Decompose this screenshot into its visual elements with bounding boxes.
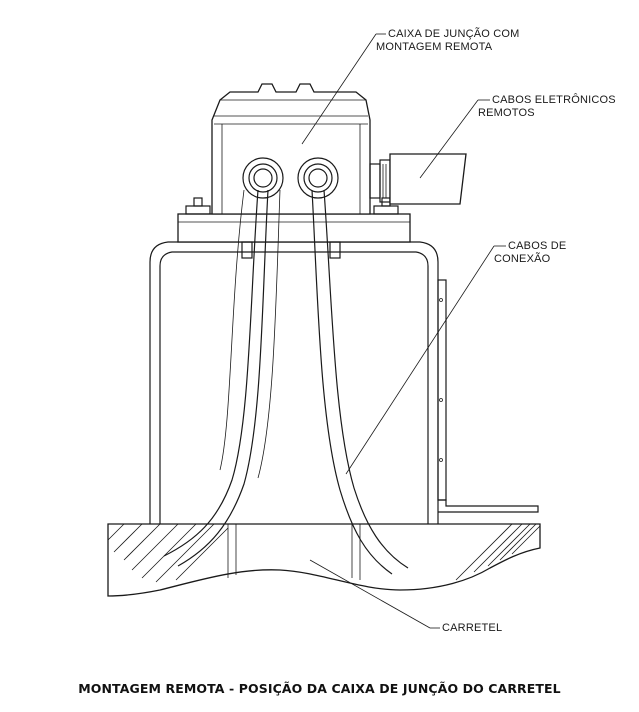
mounting-bracket xyxy=(149,197,539,524)
junction-box-label-line2: MONTAGEM REMOTA xyxy=(376,41,493,53)
junction-box xyxy=(211,83,391,215)
remote-electronics-housing xyxy=(389,153,467,205)
spool-label: CARRETEL xyxy=(442,622,502,634)
electronic-cables-label-line2: REMOTOS xyxy=(478,107,535,119)
junction-box-label-line1: CAIXA DE JUNÇÃO COM xyxy=(388,27,520,40)
connection-cables-label-line1: CABOS DE xyxy=(508,240,566,252)
figure-caption: MONTAGEM REMOTA - POSIÇÃO DA CAIXA DE JU… xyxy=(78,681,561,696)
leader-lines xyxy=(301,33,506,629)
connection-cables xyxy=(163,189,409,575)
connection-cables-label-line2: CONEXÃO xyxy=(494,252,551,265)
spool-body xyxy=(107,523,541,597)
electronic-cables-label-line1: CABOS ELETRÔNICOS xyxy=(492,93,616,106)
